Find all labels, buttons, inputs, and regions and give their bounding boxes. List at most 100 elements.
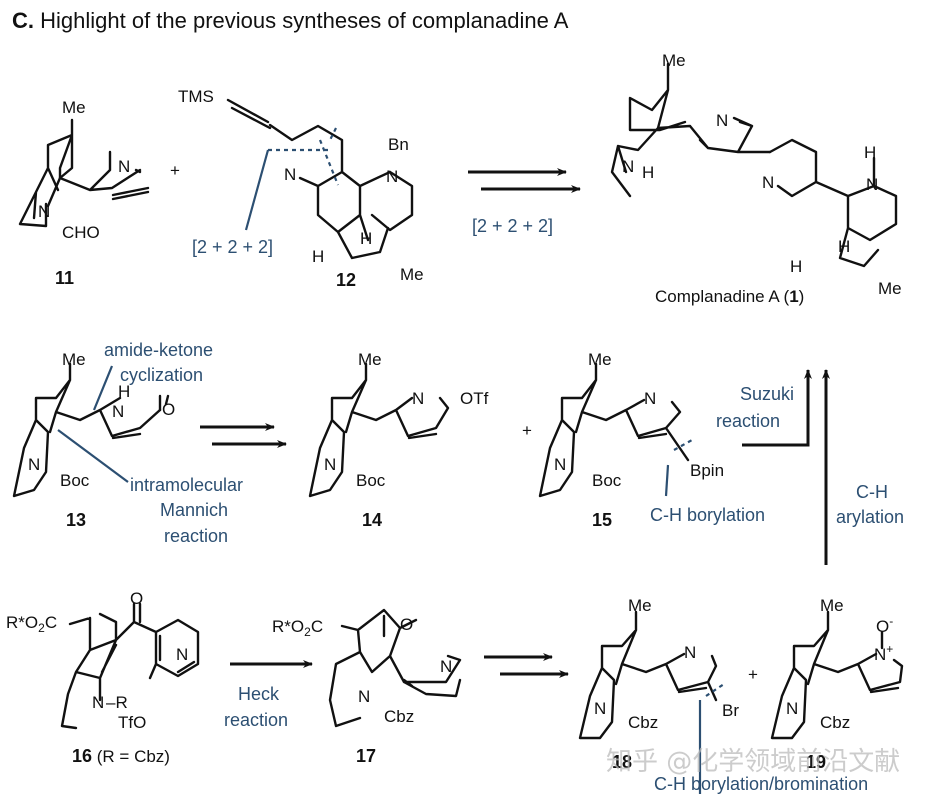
compound-11: Me N N CHO 11: [18, 98, 150, 288]
annotation-suzuki-reaction: reaction: [716, 411, 780, 431]
cyclotrimerization-label-2: [2 + 2 + 2]: [472, 216, 553, 236]
c12-h2: H: [360, 229, 372, 248]
c11-cho: CHO: [62, 223, 100, 242]
figure-title: C. Highlight of the previous syntheses o…: [12, 8, 568, 34]
c14-n-pyridine: N: [412, 389, 424, 408]
compound-17: R*O2C O N N Cbz 17: [272, 608, 462, 766]
c14-n: N: [324, 455, 336, 474]
c13-boc: Boc: [60, 471, 90, 490]
annotation-mannich-reaction: reaction: [164, 526, 228, 546]
c12-me: Me: [400, 265, 424, 284]
annotation-heck: Heck: [238, 684, 280, 704]
c17-o: O: [400, 615, 413, 634]
compound-19: Me O- N+ N Cbz 19: [770, 596, 904, 772]
c13-n: N: [28, 455, 40, 474]
c17-cbz: Cbz: [384, 707, 414, 726]
c15-boc: Boc: [592, 471, 622, 490]
c16-n-pyridine: N: [176, 645, 188, 664]
compound-number-12: 12: [336, 270, 356, 290]
complanadine-a-label: Complanadine A (1): [655, 287, 804, 306]
c12-pyridine-n: N: [284, 165, 296, 184]
c15-bpin: Bpin: [690, 461, 724, 480]
annotation-ch-borylation: C-H borylation: [650, 505, 765, 525]
annotation-cyclization: cyclization: [120, 365, 203, 385]
annotation-amide-ketone: amide-ketone: [104, 340, 213, 360]
c12-h1: H: [312, 247, 324, 266]
c19-me: Me: [820, 596, 844, 615]
c1-nh-h: H: [642, 163, 654, 182]
c18-me: Me: [628, 596, 652, 615]
c19-cbz: Cbz: [820, 713, 850, 732]
c1-n1: N: [716, 111, 728, 130]
c17-n: N: [358, 687, 370, 706]
c13-o: O: [162, 400, 175, 419]
title-text: Highlight of the previous syntheses of c…: [34, 8, 569, 33]
compound-number-13: 13: [66, 510, 86, 530]
c13-me: Me: [62, 350, 86, 369]
c16-n: N: [92, 693, 104, 712]
c16-o: O: [130, 589, 143, 608]
c19-n-oxide: N+: [874, 642, 893, 664]
c18-n-pyridine: N: [684, 643, 696, 662]
c14-otf: OTf: [460, 389, 489, 408]
c15-n-pyridine: N: [644, 389, 656, 408]
c1-nh-n: N: [622, 157, 634, 176]
c1-h-top: H: [864, 143, 876, 162]
c11-me: Me: [62, 98, 86, 117]
plus-sign: +: [170, 161, 180, 180]
c16-r: –R: [106, 693, 128, 712]
c12-tms: TMS: [178, 87, 214, 106]
c1-me-top: Me: [662, 51, 686, 70]
c17-n-pyridine: N: [440, 657, 452, 676]
annotation-heck-reaction: reaction: [224, 710, 288, 730]
annotation-suzuki: Suzuki: [740, 384, 794, 404]
c12-bn: Bn: [388, 135, 409, 154]
c19-o: O-: [876, 614, 893, 636]
c1-h1: H: [790, 257, 802, 276]
c17-ro: R*O2C: [272, 617, 323, 639]
c1-h2: H: [838, 237, 850, 256]
compound-18: Me N Br N Cbz 18: [578, 596, 739, 794]
c16-tfo: TfO: [118, 713, 146, 732]
c13-h: H: [118, 382, 130, 401]
compound-16: R*O2C O N N –R TfO 16 (R = Cbz): [6, 589, 200, 766]
compound-number-18: 18: [612, 752, 632, 772]
c18-cbz: Cbz: [628, 713, 658, 732]
compound-complanadine-a: Me N N H N H N H H Me Complanadine A (1): [610, 51, 902, 306]
c14-boc: Boc: [356, 471, 386, 490]
annotation-ch-borylation-bromination: C-H borylation/bromination: [654, 774, 868, 794]
compound-number-17: 17: [356, 746, 376, 766]
c1-n3: N: [866, 175, 878, 194]
plus-sign: +: [522, 421, 532, 440]
compound-number-11: 11: [55, 268, 74, 288]
suzuki-arrow: [742, 369, 812, 447]
watermark: 知乎 @化学领域前沿文献: [606, 747, 900, 777]
compound-12: TMS N Bn N H H Me 12 [2 + 2 + 2]: [178, 87, 424, 290]
annotation-ch: C-H: [856, 482, 888, 502]
plus-sign: +: [748, 665, 758, 684]
c11-n: N: [38, 202, 50, 221]
c1-me-bottom: Me: [878, 279, 902, 298]
c18-n: N: [594, 699, 606, 718]
c18-br: Br: [722, 701, 739, 720]
compound-13: Me H N O N Boc 13 amide-ketone cyclizati…: [12, 340, 243, 546]
c13-nh-n: N: [112, 402, 124, 421]
panel-letter: C.: [12, 8, 34, 33]
annotation-arylation: arylation: [836, 507, 904, 527]
c11-nitrile-n: N: [118, 157, 130, 176]
c15-me: Me: [588, 350, 612, 369]
c16-ro: R*O2C: [6, 613, 57, 635]
compound-number-14: 14: [362, 510, 382, 530]
compound-number-16: 16 (R = Cbz): [72, 746, 170, 766]
c15-n: N: [554, 455, 566, 474]
cyclotrimerization-label-1: [2 + 2 + 2]: [192, 237, 273, 257]
c19-n: N: [786, 699, 798, 718]
compound-number-19: 19: [806, 752, 826, 772]
compound-15: Me N Bpin N Boc 15 C-H borylation: [538, 350, 765, 530]
annotation-mannich: Mannich: [160, 500, 228, 520]
c12-n: N: [386, 167, 398, 186]
compound-14: Me N OTf N Boc 14: [308, 350, 489, 530]
c1-n2: N: [762, 173, 774, 192]
compound-number-15: 15: [592, 510, 612, 530]
